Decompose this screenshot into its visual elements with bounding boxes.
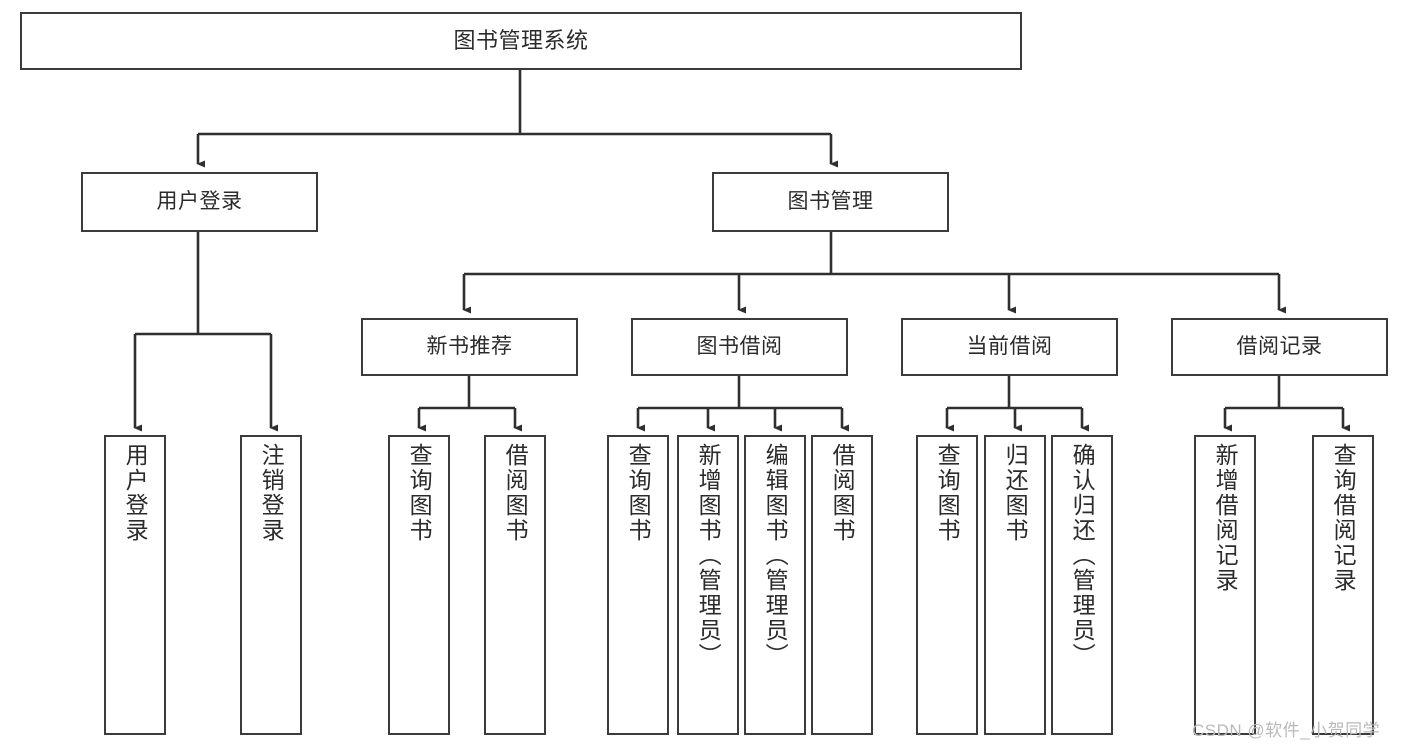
node-label: 用户登录 xyxy=(156,190,243,214)
leaf-add-borrow-record[interactable]: 新增借阅记录 xyxy=(1194,435,1256,735)
node-borrow-records[interactable]: 借阅记录 xyxy=(1171,318,1388,376)
node-label: 新增图书（管理员） xyxy=(695,443,722,668)
watermark-text: CSDN @软件_小贺同学 xyxy=(1192,721,1381,740)
node-label: 借阅图书 xyxy=(502,443,529,543)
node-label: 查询借阅记录 xyxy=(1330,443,1357,593)
node-book-management[interactable]: 图书管理 xyxy=(712,172,949,232)
leaf-query-book-recommend[interactable]: 查询图书 xyxy=(388,435,450,735)
leaf-query-book-borrow[interactable]: 查询图书 xyxy=(607,435,669,735)
node-book-borrow[interactable]: 图书借阅 xyxy=(631,318,848,376)
leaf-confirm-return-admin[interactable]: 确认归还（管理员） xyxy=(1051,435,1113,735)
leaf-add-book-admin[interactable]: 新增图书（管理员） xyxy=(677,435,739,735)
leaf-edit-book-admin[interactable]: 编辑图书（管理员） xyxy=(744,435,806,735)
leaf-query-book-current[interactable]: 查询图书 xyxy=(916,435,978,735)
node-label: 编辑图书（管理员） xyxy=(762,443,789,668)
node-user-login[interactable]: 用户登录 xyxy=(81,172,318,232)
node-label: 图书管理系统 xyxy=(453,27,589,53)
node-label: 借阅图书 xyxy=(829,443,856,543)
leaf-borrow-book-recommend[interactable]: 借阅图书 xyxy=(484,435,546,735)
leaf-query-borrow-record[interactable]: 查询借阅记录 xyxy=(1312,435,1374,735)
node-label: 查询图书 xyxy=(406,443,433,543)
node-label: 用户登录 xyxy=(122,443,149,543)
node-label: 当前借阅 xyxy=(966,335,1053,359)
node-label: 借阅记录 xyxy=(1236,335,1323,359)
node-label: 新增借阅记录 xyxy=(1212,443,1239,593)
node-label: 图书借阅 xyxy=(696,335,783,359)
node-label: 新书推荐 xyxy=(426,335,513,359)
node-label: 图书管理 xyxy=(787,190,874,214)
node-label: 确认归还（管理员） xyxy=(1069,443,1096,668)
node-current-borrow[interactable]: 当前借阅 xyxy=(901,318,1118,376)
node-label: 查询图书 xyxy=(625,443,652,543)
leaf-borrow-book[interactable]: 借阅图书 xyxy=(811,435,873,735)
node-label: 注销登录 xyxy=(258,443,285,543)
leaf-user-logout[interactable]: 注销登录 xyxy=(240,435,302,735)
node-label: 查询图书 xyxy=(934,443,961,543)
leaf-return-book[interactable]: 归还图书 xyxy=(984,435,1046,735)
node-root-system[interactable]: 图书管理系统 xyxy=(20,12,1022,70)
node-new-book-recommend[interactable]: 新书推荐 xyxy=(361,318,578,376)
node-label: 归还图书 xyxy=(1002,443,1029,543)
leaf-user-login[interactable]: 用户登录 xyxy=(104,435,166,735)
